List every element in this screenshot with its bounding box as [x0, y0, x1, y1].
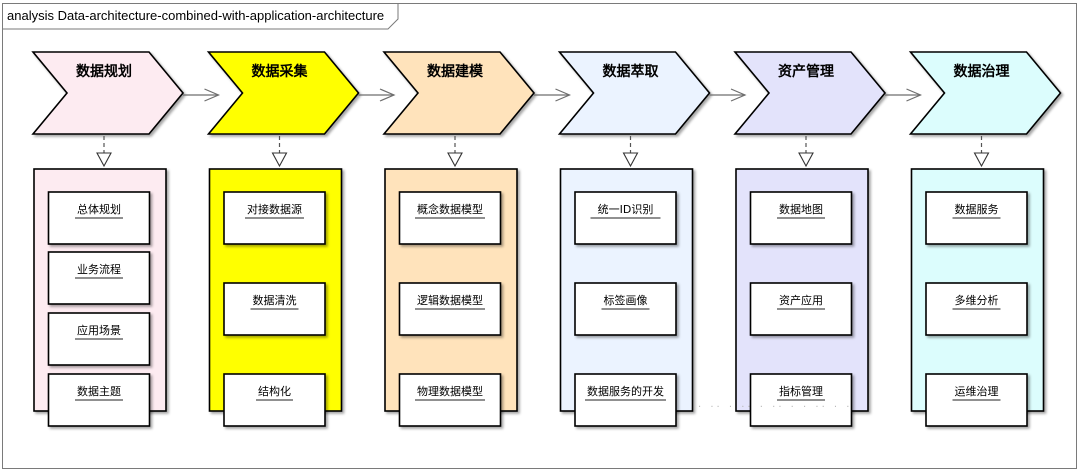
dependency-arrow-head: [973, 152, 990, 168]
stage-item-label: 标签画像: [604, 293, 648, 307]
stage-title-3: 数据建模: [427, 63, 484, 80]
stage-item-label: 数据服务的开发: [587, 384, 664, 398]
diagram-title-tab: [2, 3, 399, 30]
stage-item-label: 指标管理: [779, 384, 823, 398]
stage-item-box: [925, 282, 1028, 336]
stage-title-6: 数据治理: [954, 63, 1010, 80]
stage-title-4: 数据萃取: [603, 63, 660, 80]
dependency-arrow-head: [622, 152, 639, 168]
stage-item-label: 物理数据模型: [417, 384, 483, 398]
flow-arrow-head: [906, 88, 923, 102]
stage-item-label: 逻辑数据模型: [417, 293, 483, 307]
stage-item-label: 数据服务: [955, 202, 999, 216]
dependency-arrow-head: [798, 152, 814, 168]
stage-chevron-4: [557, 51, 711, 135]
stage-chevron-3: [382, 51, 536, 135]
flow-arrow-head: [730, 88, 747, 102]
diagram-title: analysis Data-architecture-combined-with…: [7, 8, 385, 23]
stage-title-5: 资产管理: [778, 63, 834, 80]
stage-item-label: 概念数据模型: [417, 202, 483, 216]
stage-chevron-5: [733, 51, 887, 135]
stage-item-label: 多维分析: [955, 293, 999, 307]
stage-item-label: 对接数据源: [247, 202, 302, 216]
stage-item-label: 统一ID识别: [598, 203, 654, 216]
stage-title-1: 数据规划: [76, 63, 132, 80]
stage-item-label: 数据地图: [779, 202, 823, 216]
stage-item-label: 结构化: [258, 384, 291, 398]
stage-item-label: 应用场景: [77, 323, 121, 337]
flow-arrow-head: [379, 88, 396, 102]
diagram-frame: [2, 3, 1077, 469]
dependency-arrow-head: [96, 152, 112, 168]
watermark: · ·· · ·· · ·· · · ·· · ·: [698, 402, 853, 413]
flow-arrow-head: [555, 88, 572, 102]
stage-item-box: [574, 282, 677, 336]
stage-chevron-6: [908, 51, 1062, 135]
stage-item-label: 数据清洗: [253, 293, 297, 307]
stage-item-box: [925, 191, 1028, 245]
stage-item-label: 运维治理: [955, 384, 999, 398]
dependency-arrow-head: [271, 152, 288, 168]
stage-title-2: 数据采集: [252, 63, 309, 80]
stage-item-label: 总体规划: [77, 202, 121, 216]
stage-item-box: [47, 251, 151, 305]
stage-item-label: 资产应用: [779, 293, 823, 307]
stage-item-label: 业务流程: [77, 262, 121, 276]
stage-item-label: 数据主题: [77, 384, 121, 398]
stage-chevron-2: [206, 51, 360, 135]
flow-arrow-head: [204, 88, 221, 102]
stage-chevron-1: [31, 51, 185, 135]
dependency-arrow-head: [447, 152, 463, 168]
